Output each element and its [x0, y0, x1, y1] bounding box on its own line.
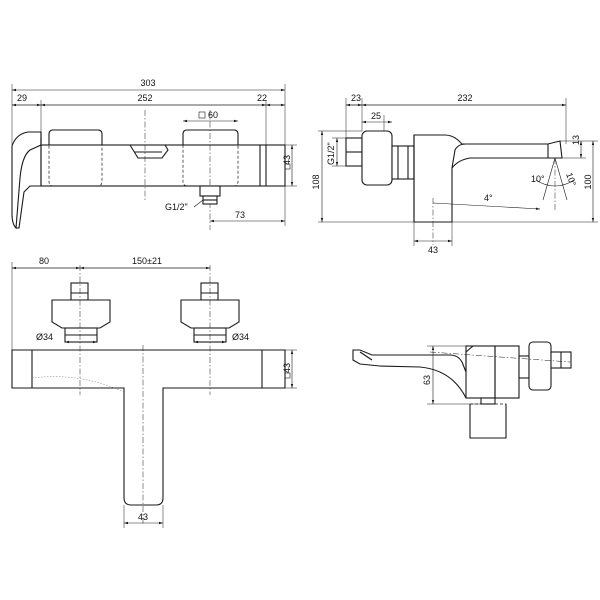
front-view: 303 29 252 22 60 43 G1/2" 73	[11, 78, 297, 230]
side-spout-inner	[451, 143, 467, 169]
front-diverter-knob	[129, 144, 169, 159]
front-dim-right: 22	[257, 93, 267, 103]
side-dim-spout: 13	[571, 135, 581, 145]
side-dim-height: 108	[311, 174, 321, 189]
front-left-handle	[48, 129, 103, 145]
front-height-square-symbol	[284, 163, 291, 170]
side-angle-right-label: 10°	[564, 171, 578, 188]
front-dim-overall: 303	[140, 78, 155, 88]
front-dim-square: 60	[208, 110, 218, 120]
side-angle-left-label: 10°	[531, 174, 545, 184]
bottom-dim-diam-right: 34	[239, 332, 249, 342]
bottom-diam-right-symbol: Ø	[232, 332, 239, 342]
side-dim-a: 23	[351, 93, 361, 103]
front-left-handle-hidden	[48, 129, 103, 187]
section-view: 63	[352, 341, 572, 439]
side-view: 10° 10° 4° 23 232 25 108 G1/2" 43	[311, 93, 598, 255]
section-body	[465, 345, 520, 399]
section-centerline	[429, 351, 571, 363]
bottom-right-knob	[200, 282, 219, 301]
side-dim-b: 25	[371, 111, 381, 121]
front-outlet-nut	[199, 185, 221, 197]
front-body-main	[16, 132, 267, 229]
side-dim-total-height: 100	[583, 174, 593, 189]
front-body-bar	[40, 144, 286, 187]
bottom-body-outline	[11, 349, 286, 506]
side-angle-left	[542, 157, 556, 201]
bottom-left-handle	[51, 299, 111, 329]
side-dim-reach: 232	[457, 93, 472, 103]
front-dim-outlet-offset: 73	[235, 210, 245, 220]
side-tilt-line	[432, 202, 541, 211]
side-thread-label: G1/2"	[326, 142, 336, 165]
bottom-height-square-symbol	[284, 372, 291, 379]
side-handle-stem	[391, 145, 415, 180]
side-angle-tilt: 4°	[484, 193, 493, 203]
section-lower-block	[469, 404, 507, 439]
front-thread-leader	[193, 199, 204, 208]
front-right-handle	[182, 129, 239, 145]
section-handle	[528, 341, 552, 391]
front-right-handle-hidden	[182, 129, 239, 187]
section-outlet-nut	[480, 397, 496, 405]
bottom-shade-curve	[31, 376, 125, 393]
bottom-dim-spout-width: 43	[138, 512, 148, 522]
side-angle-right	[554, 157, 568, 201]
bottom-left-knob	[70, 282, 89, 301]
side-angle-arc	[535, 179, 575, 187]
front-dim-center: 252	[137, 93, 152, 103]
front-dim-left: 29	[17, 93, 27, 103]
section-spout-outline	[352, 345, 496, 399]
section-dim-height: 63	[422, 375, 432, 385]
side-dim-depth: 43	[428, 245, 438, 255]
front-dim-height: 43	[282, 155, 292, 165]
section-hidden-block	[469, 403, 507, 439]
front-body-outline	[11, 131, 42, 230]
bottom-dim-spacing: 150±21	[132, 256, 162, 266]
section-handle-collar	[518, 355, 530, 379]
bottom-view: 80 150±21 Ø 34 Ø 34 43 43	[11, 256, 297, 528]
bottom-dim-height: 43	[282, 363, 292, 373]
bottom-diam-left-symbol: Ø	[36, 332, 43, 342]
side-handle-body	[361, 130, 393, 186]
front-square-symbol	[198, 111, 206, 119]
front-thread-label: G1/2"	[165, 202, 188, 212]
section-spout-tip	[359, 351, 373, 361]
bottom-dim-offset: 80	[39, 256, 49, 266]
bottom-dim-diam-left: 34	[43, 332, 53, 342]
